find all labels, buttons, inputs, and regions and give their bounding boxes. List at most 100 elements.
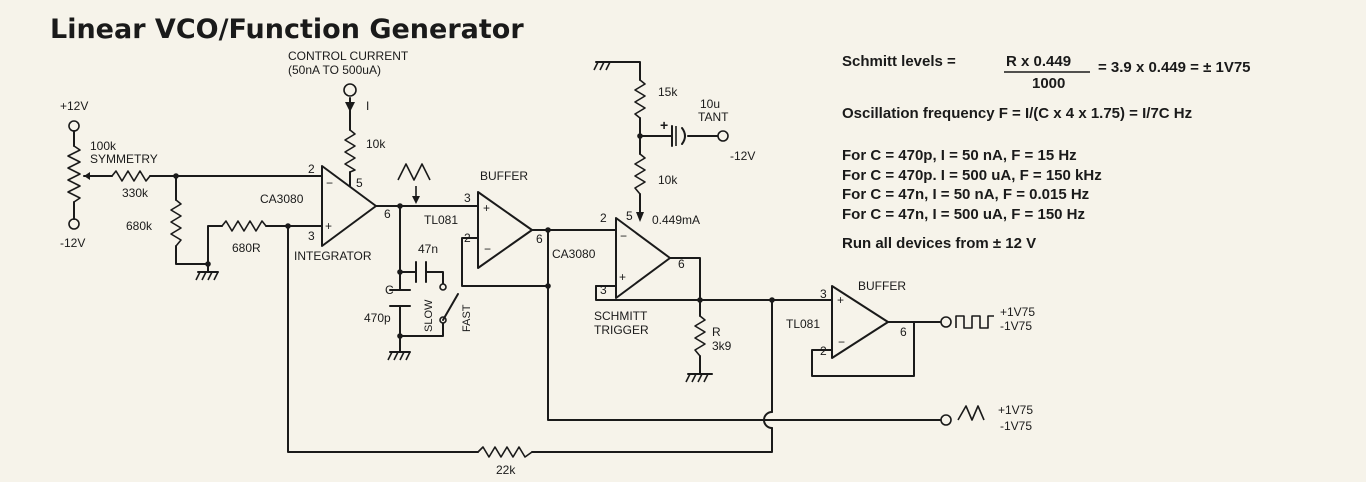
svg-text:6: 6: [678, 257, 685, 271]
svg-text:−: −: [326, 176, 333, 190]
svg-text:CA3080: CA3080: [260, 192, 304, 206]
buffer-tl081-a: [477, 191, 533, 269]
triangle-wave-icon: [397, 163, 431, 181]
triangle-output-icon: [957, 405, 985, 421]
svg-text:3k9: 3k9: [712, 339, 732, 353]
resistor-15k: [634, 79, 646, 119]
svg-text:+: +: [325, 219, 332, 233]
svg-text:6: 6: [536, 232, 543, 246]
svg-text:3: 3: [464, 191, 471, 205]
example-row: For C = 470p, I = 50 nA, F = 15 Hz: [842, 147, 1077, 164]
svg-text:3: 3: [820, 287, 827, 301]
wiring: [83, 61, 941, 453]
svg-text:6: 6: [900, 325, 907, 339]
svg-text:+: +: [619, 270, 626, 284]
ground-symbol: [593, 61, 613, 71]
example-row: For C = 47n, I = 50 nA, F = 0.015 Hz: [842, 186, 1089, 203]
slow-fast-switch: [439, 283, 459, 324]
svg-text:TL081: TL081: [786, 317, 820, 331]
current-arrow-icon: [345, 102, 355, 112]
resistor-680r: [221, 220, 267, 232]
schmitt-numerator: R x 0.449: [1006, 53, 1071, 70]
svg-text:22k: 22k: [496, 463, 516, 477]
svg-text:680R: 680R: [232, 241, 261, 255]
minus12-tant-terminal: [717, 130, 729, 142]
symmetry-pot: [67, 145, 81, 203]
control-current-terminal: [343, 83, 357, 97]
integrator-ca3080: [321, 165, 377, 247]
svg-text:TANT: TANT: [698, 110, 729, 124]
bias-arrow-icon: [636, 212, 644, 222]
svg-text:+: +: [483, 201, 490, 215]
svg-text:+: +: [660, 117, 668, 133]
svg-text:+1V75: +1V75: [1000, 305, 1035, 319]
svg-text:0.449mA: 0.449mA: [652, 213, 700, 227]
svg-text:3: 3: [308, 229, 315, 243]
resistor-22k: [477, 446, 533, 458]
formula-block: Schmitt levels = R x 0.449 1000 = 3.9 x …: [842, 53, 1251, 252]
svg-text:+1V75: +1V75: [998, 403, 1033, 417]
svg-text:-12V: -12V: [60, 236, 85, 250]
svg-text:−: −: [838, 335, 845, 349]
resistor-10k-bias: [634, 153, 646, 195]
svg-text:TRIGGER: TRIGGER: [594, 323, 649, 337]
resistor-680k: [170, 199, 182, 247]
svg-text:FAST: FAST: [461, 304, 473, 332]
component-labels: CONTROL CURRENT (50nA TO 500uA) I +12V -…: [60, 49, 1035, 477]
svg-text:2: 2: [820, 344, 827, 358]
svg-text:47n: 47n: [418, 242, 438, 256]
svg-text:INTEGRATOR: INTEGRATOR: [294, 249, 372, 263]
svg-text:+12V: +12V: [60, 99, 88, 113]
svg-text:-1V75: -1V75: [1000, 319, 1032, 333]
svg-text:-12V: -12V: [730, 149, 755, 163]
svg-text:5: 5: [356, 176, 363, 190]
ground-symbol: [387, 351, 411, 361]
svg-text:6: 6: [384, 207, 391, 221]
example-row: For C = 470p. I = 500 uA, F = 150 kHz: [842, 167, 1102, 184]
svg-text:5: 5: [626, 209, 633, 223]
svg-text:-1V75: -1V75: [1000, 419, 1032, 433]
square-wave-icon: [955, 315, 994, 329]
svg-text:I: I: [366, 99, 369, 113]
svg-text:−: −: [620, 229, 627, 243]
schmitt-denominator: 1000: [1032, 75, 1065, 92]
svg-text:BUFFER: BUFFER: [480, 169, 528, 183]
supply-note: Run all devices from ± 12 V: [842, 235, 1036, 252]
svg-text:330k: 330k: [122, 186, 149, 200]
capacitor-470p: [389, 289, 411, 307]
plus12-terminal: [68, 120, 80, 132]
control-current-range: (50nA TO 500uA): [288, 63, 381, 77]
buffer-tl081-b: [831, 285, 889, 359]
svg-text:CA3080: CA3080: [552, 247, 596, 261]
svg-text:SYMMETRY: SYMMETRY: [90, 152, 158, 166]
example-row: For C = 47n, I = 500 uA, F = 150 Hz: [842, 206, 1085, 223]
svg-text:BUFFER: BUFFER: [858, 279, 906, 293]
svg-text:15k: 15k: [658, 85, 678, 99]
pot-wiper-arrow: [84, 172, 90, 180]
minus12-terminal: [68, 218, 80, 230]
svg-text:2: 2: [600, 211, 607, 225]
svg-text:TL081: TL081: [424, 213, 458, 227]
svg-text:2: 2: [308, 162, 315, 176]
svg-text:470p: 470p: [364, 311, 391, 325]
triangle-output-terminal: [940, 414, 952, 426]
control-current-label: CONTROL CURRENT: [288, 49, 409, 63]
schmitt-levels-label: Schmitt levels =: [842, 53, 956, 70]
svg-text:2: 2: [464, 231, 471, 245]
svg-text:680k: 680k: [126, 219, 153, 233]
svg-text:SLOW: SLOW: [423, 299, 435, 332]
svg-text:R: R: [712, 325, 721, 339]
junctions: [173, 133, 775, 339]
diagram-title: Linear VCO/Function Generator: [50, 14, 524, 45]
svg-text:−: −: [484, 242, 491, 256]
svg-text:+: +: [837, 293, 844, 307]
capacitor-47n: [399, 261, 437, 283]
ground-symbol: [685, 373, 713, 383]
svg-text:10u: 10u: [700, 97, 720, 111]
svg-text:10k: 10k: [366, 137, 386, 151]
schmitt-ca3080: [615, 217, 671, 299]
svg-text:10k: 10k: [658, 173, 678, 187]
resistor-3k9: [694, 315, 706, 357]
